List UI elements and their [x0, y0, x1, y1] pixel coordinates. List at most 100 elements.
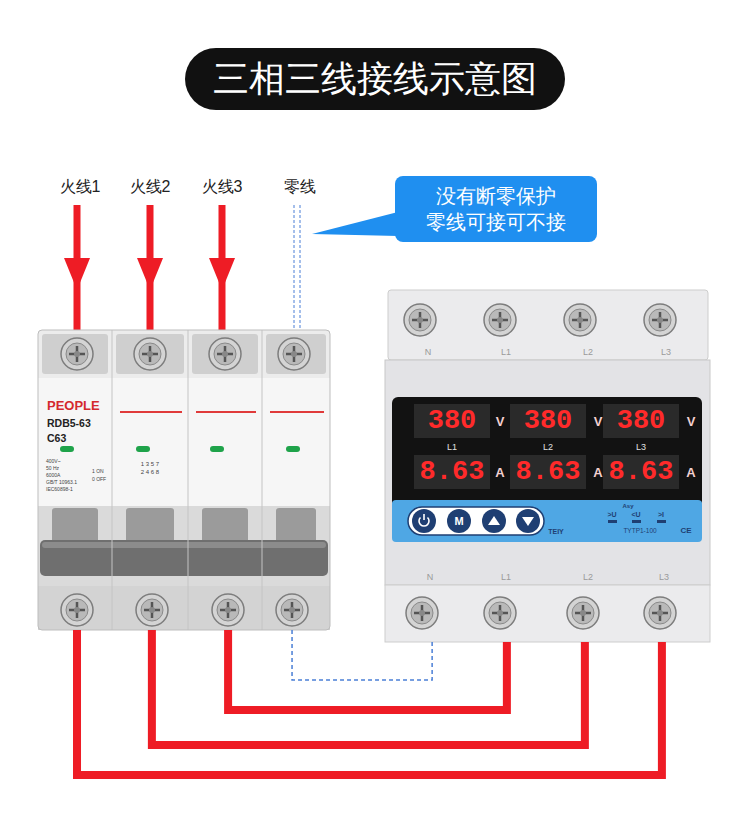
pole-number: 1 3 5 7: [141, 461, 159, 467]
rating-text: GB/T 10963.1: [46, 480, 77, 485]
phase-wire: [152, 630, 585, 745]
breaker-illustration-part: [196, 411, 256, 413]
pole-number: 2 4 6 8: [141, 469, 159, 475]
phase-label: L3: [636, 443, 646, 452]
breaker-illustration-part: [266, 334, 326, 374]
indicator-label: >U: [607, 511, 616, 518]
callout-tail: [312, 212, 398, 236]
breaker-illustration-part: [112, 330, 113, 630]
phase-label: L2: [543, 443, 553, 452]
protector-illustration-part: [404, 304, 436, 336]
breaker-illustration-part: [38, 378, 330, 506]
protector-illustration-part: [644, 597, 676, 629]
terminal-label: L1: [501, 348, 511, 357]
switch-state: 0 OFF: [92, 477, 106, 482]
terminal-label: N: [425, 348, 432, 357]
incoming-neutral-wire-part: [294, 205, 295, 336]
callout-bubble-text: 没有断零保护 零线可接可不接: [421, 183, 571, 235]
breaker-illustration-part: [262, 330, 263, 630]
protector-illustration-part: [392, 397, 702, 507]
incoming-neutral-wire: [294, 205, 300, 336]
protector-illustration-part: [406, 597, 438, 629]
protector-illustration-part: [388, 290, 708, 360]
voltage-reading: 380: [617, 408, 666, 435]
incoming-phase-wires-part: [137, 258, 163, 290]
terminal-label: L3: [659, 573, 669, 582]
breaker-illustration-part: [136, 446, 150, 452]
breaker-illustration-part: [212, 594, 244, 626]
unit-label: V: [687, 415, 696, 428]
breaker-illustration-part: [116, 334, 184, 374]
current-reading: 8.63: [420, 459, 485, 486]
breaker-illustration-part: [126, 508, 174, 544]
breaker-illustration-part: [188, 330, 189, 630]
voltage-reading: 380: [428, 408, 477, 435]
protector-illustration-part: [564, 304, 596, 336]
breaker-illustration-part: [210, 446, 224, 452]
breaker-illustration-part: [278, 338, 310, 370]
incoming-phase-wires-part: [64, 258, 90, 290]
phase-wire: [77, 630, 662, 775]
unit-label: A: [495, 466, 504, 479]
neutral-wire: [292, 630, 432, 680]
protector-illustration-part: [608, 520, 617, 523]
protector-illustration-part: [516, 509, 540, 533]
phase-wire: [228, 630, 507, 710]
voltage-reading: 380: [524, 408, 573, 435]
current-reading: 8.63: [516, 459, 581, 486]
circuit-breaker-text: PEOPLE: [47, 399, 100, 412]
breaker-illustration-part: [38, 330, 330, 630]
breaker-illustration-part: [61, 338, 93, 370]
current-reading: 8.63: [609, 459, 674, 486]
terminal-label: L3: [661, 348, 671, 357]
terminal-label: L2: [583, 348, 593, 357]
protector-illustration: [385, 290, 710, 642]
protector-illustration-part: [447, 509, 471, 533]
circuit-breaker-text: C63: [47, 433, 66, 444]
protector-illustration-part: [392, 500, 702, 542]
circuit-breaker-text: RDB5-63: [47, 418, 91, 429]
breaker-illustration-part: [42, 334, 108, 374]
breaker-illustration-part: [38, 506, 330, 586]
terminal-label: L1: [501, 573, 511, 582]
breaker-illustration-part: [270, 411, 324, 413]
protector-illustration-part: [522, 517, 534, 526]
protector-illustration-part: [603, 455, 679, 489]
protector-illustration-part: [419, 514, 429, 526]
protector-illustration-part: [567, 597, 599, 629]
unit-label: A: [593, 466, 602, 479]
unit-label: V: [594, 415, 603, 428]
wire-label: 零线: [284, 179, 316, 195]
protector-illustration-part: [482, 509, 506, 533]
protector-illustration-part: [484, 597, 516, 629]
protector-illustration-part: [632, 520, 641, 523]
indicator-label: <U: [631, 511, 640, 518]
breaker-illustration-part: [61, 594, 93, 626]
protector-illustration-part: [657, 520, 666, 523]
wire-label: 火线1: [60, 179, 101, 195]
breaker-illustration-part: [136, 594, 168, 626]
protector-illustration-part: [408, 507, 544, 535]
incoming-phase-wires-part: [209, 258, 235, 290]
protector-illustration-part: [414, 404, 490, 438]
rating-text: 400V~: [46, 459, 61, 464]
terminal-label: L2: [583, 573, 593, 582]
incoming-neutral-wire-part: [300, 205, 301, 336]
breaker-illustration-part: [52, 508, 98, 544]
protector-illustration-part: [385, 585, 710, 642]
protector-illustration-part: [510, 404, 586, 438]
terminal-label: N: [427, 573, 434, 582]
breaker-illustration-part: [192, 334, 258, 374]
incoming-phase-wires: [64, 205, 235, 336]
button-label: M: [454, 516, 463, 527]
voltage-protector-text: TYTP1-100: [623, 528, 656, 535]
breaker-illustration-part: [276, 508, 316, 544]
wire-label: 火线3: [202, 179, 243, 195]
protector-illustration-part: [484, 304, 516, 336]
unit-label: A: [686, 466, 695, 479]
diagram-title: 三相三线接线示意图: [185, 48, 565, 110]
indicator-label: >I: [658, 511, 664, 518]
breaker-illustration-part: [209, 338, 241, 370]
protector-illustration-part: [412, 509, 436, 533]
